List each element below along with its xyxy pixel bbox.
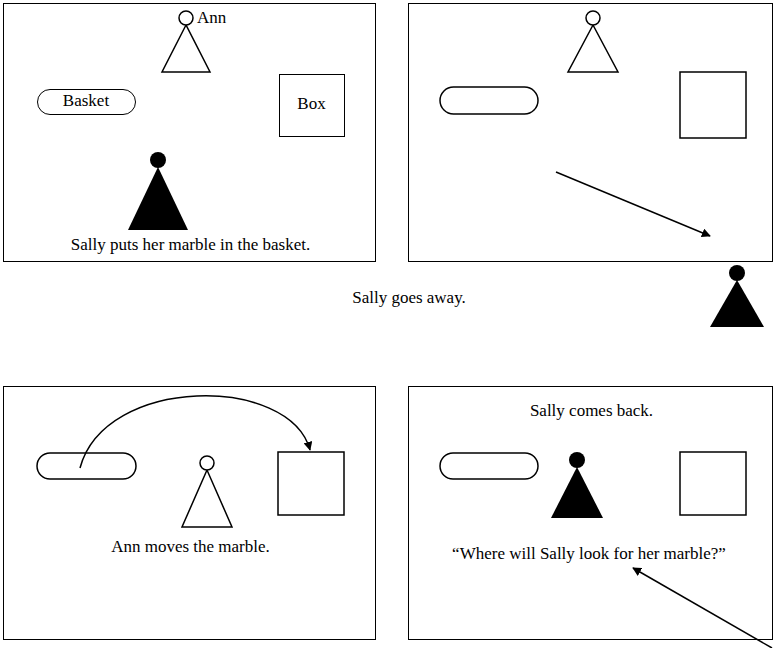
sally-figure [551,452,603,518]
caption-text: Box [280,94,343,114]
basket-shape [440,87,538,114]
sally-figure [710,265,764,327]
story-panel: Sally comes back.“Where will Sally look … [408,386,773,640]
caption-text: Ann moves the marble. [4,537,377,557]
pointer-arrow [633,568,772,648]
box-shape: Box [279,74,345,137]
box-shape [278,452,344,515]
basket-shape [37,453,136,479]
caption-text: Basket [38,91,134,111]
ann-figure [182,456,232,527]
story-panel: Sally puts her marble in the basket. Bask… [3,3,376,262]
caption-text: Sally comes back. [409,401,774,421]
box-shape [680,452,746,515]
caption-text: “Where will Sally look for her marble?” [399,544,776,564]
figure-name: Ann [197,8,226,28]
caption-text: Sally puts her marble in the basket. [4,235,377,255]
story-panel: Ann moves the marble. [3,386,376,640]
ann-figure [162,11,210,72]
caption-text: Sally goes away. [299,288,519,308]
box-shape [680,72,746,138]
story-panel: Sally goes away. [408,3,773,262]
basket-shape: Basket [37,89,136,115]
ann-figure [568,11,618,72]
basket-shape [440,453,538,479]
sally-figure [128,152,188,230]
movement-arrow [556,172,710,236]
movement-arrow [80,396,310,468]
